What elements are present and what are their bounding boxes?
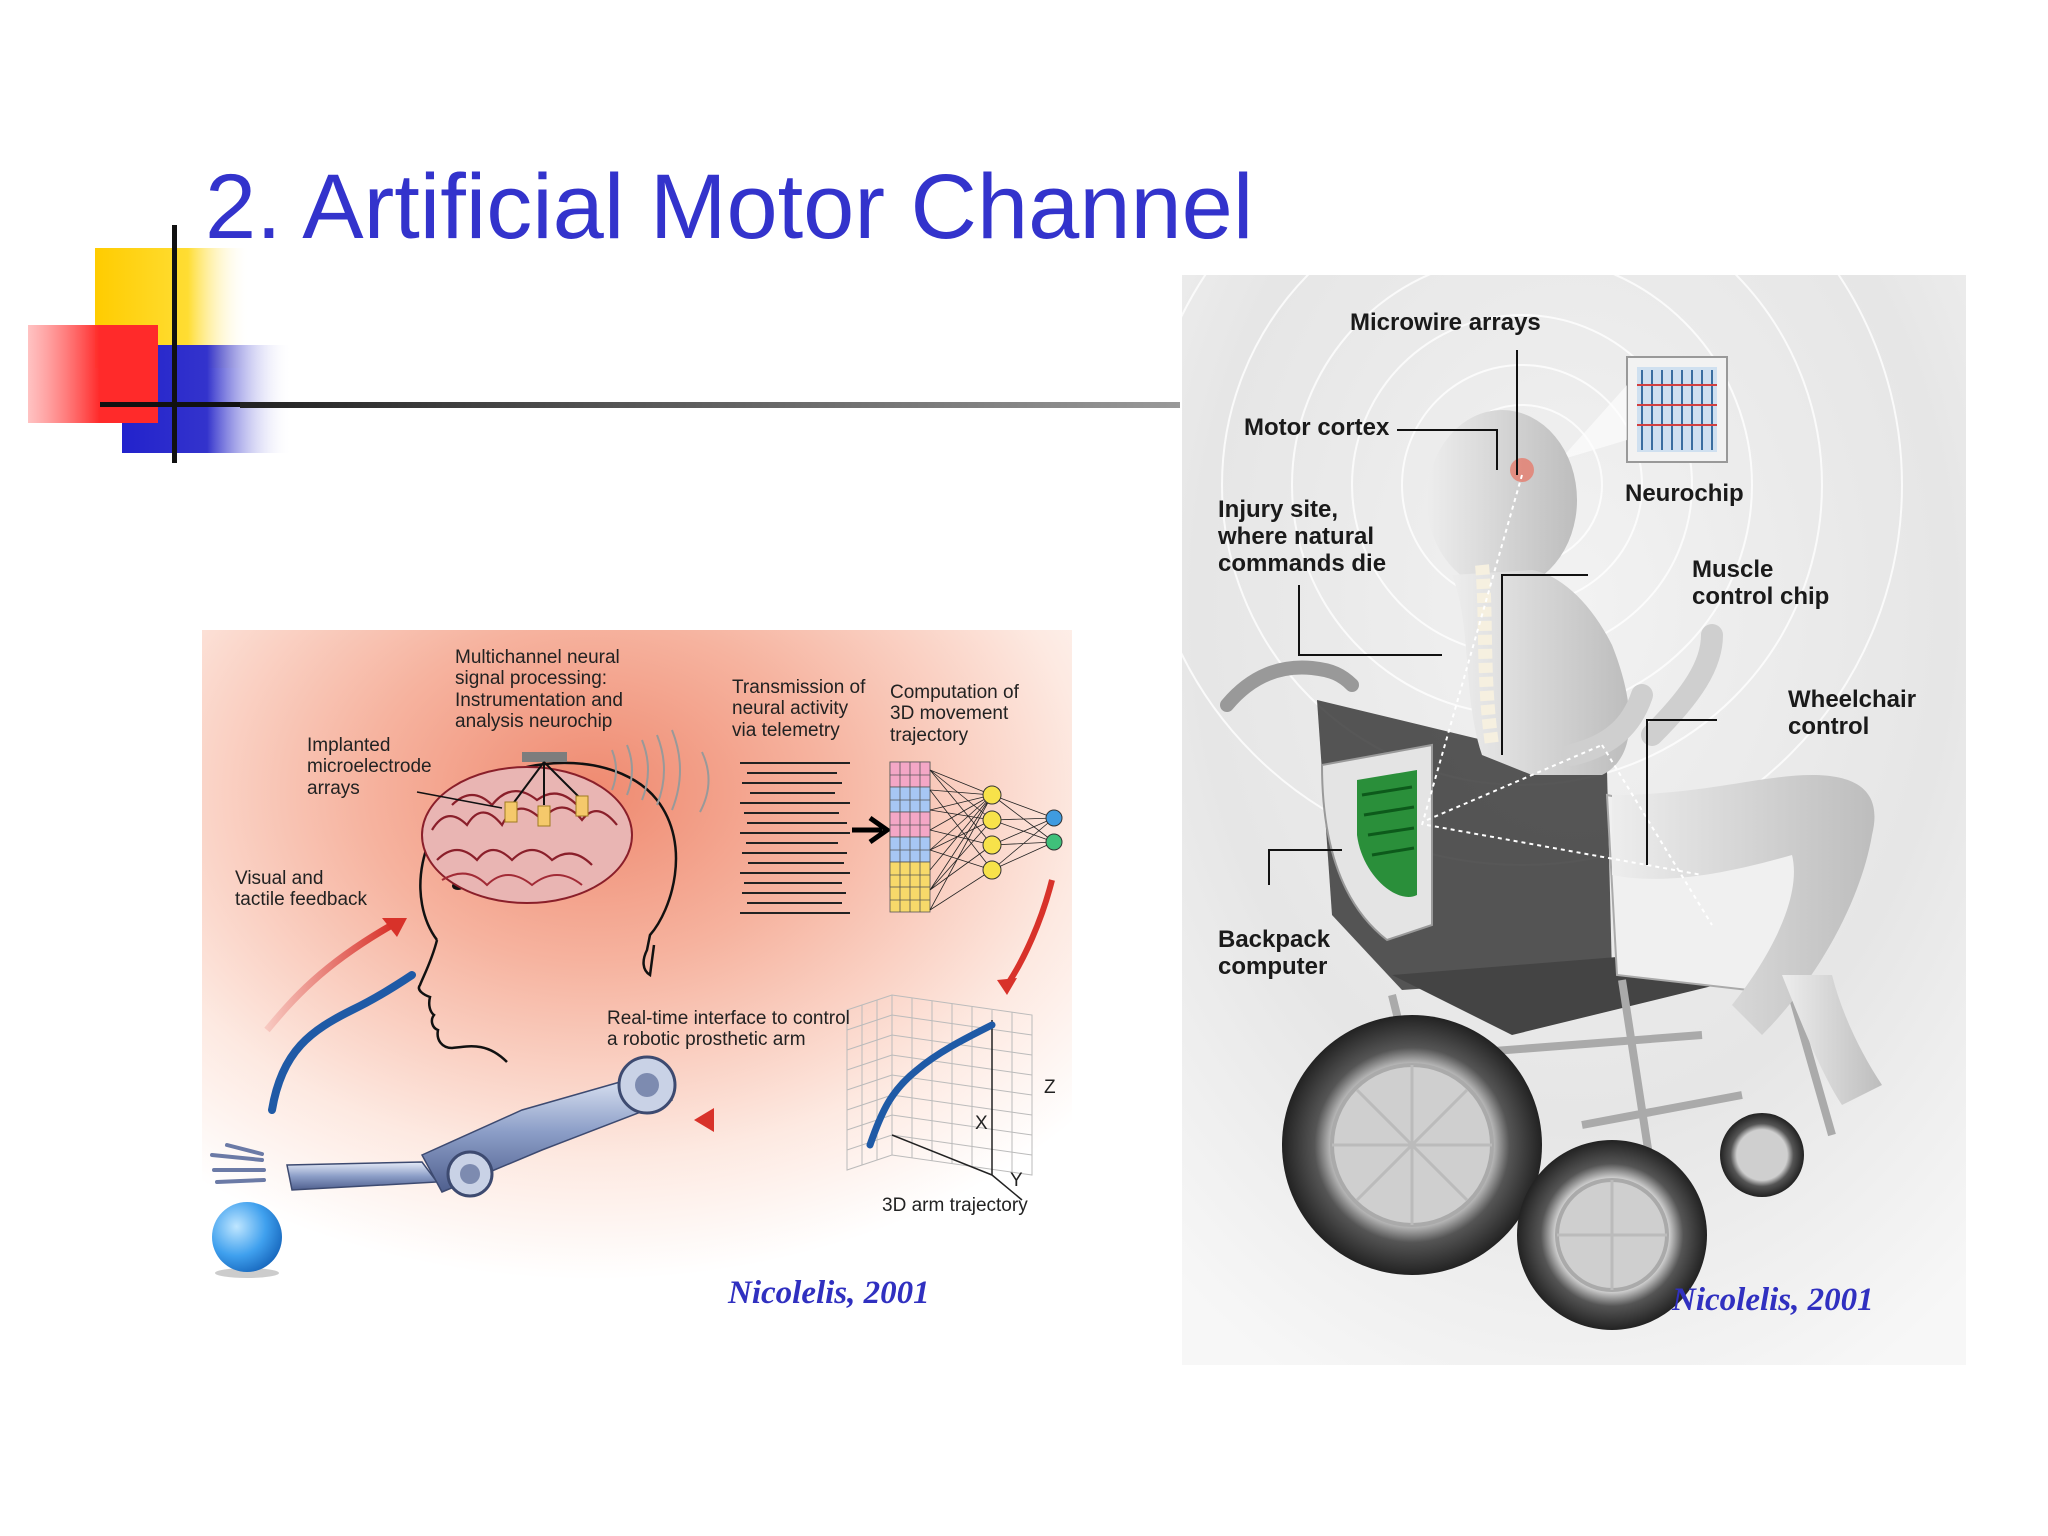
axis-z-label: Z: [1044, 1077, 1056, 1098]
slide-title: 2. Artificial Motor Channel: [205, 156, 1254, 258]
label-neurochip: Neurochip: [1625, 480, 1744, 507]
electrode-array-3: [575, 795, 589, 817]
network-nodes: [982, 785, 1063, 880]
left-citation: Nicolelis, 2001: [728, 1275, 930, 1311]
electrode-array-2: [537, 805, 551, 827]
label-microwire-arrays: Microwire arrays: [1350, 309, 1541, 336]
left-figure: Multichannel neural signal processing: I…: [202, 630, 1072, 1280]
spike-raster: [740, 762, 850, 914]
wheelchair-handle: [1220, 660, 1359, 712]
label-computation: Computation of 3D movement trajectory: [890, 682, 1019, 746]
backpack-computer: [1320, 743, 1433, 942]
left-figure-illustration: [202, 630, 1072, 1280]
ball-shadow: [215, 1268, 279, 1278]
caster-wheel: [1720, 1113, 1804, 1197]
label-realtime: Real-time interface to control a robotic…: [607, 1008, 850, 1051]
label-injury-site: Injury site, where natural commands die: [1218, 496, 1387, 577]
black-arrow: [852, 815, 892, 845]
target-ball: [212, 1202, 282, 1272]
trajectory-axes: [891, 1020, 1023, 1201]
brain-folds-2: [441, 872, 583, 887]
corner-ornament: [0, 0, 300, 470]
axis-x-label: X: [975, 1113, 988, 1134]
head-neurochip: [522, 752, 567, 762]
label-transmission: Transmission of neural activity via tele…: [732, 677, 866, 741]
spine: [1475, 564, 1499, 746]
telemetry-waves: [611, 729, 710, 813]
right-figure-illustration: [1182, 275, 1966, 1365]
person-figure: [1427, 410, 1882, 1105]
title-rule: [240, 402, 1180, 408]
electrode-array-1: [504, 801, 518, 823]
red-arrow-feedback: [264, 921, 394, 1033]
brain: [421, 766, 633, 904]
label-microelectrode: Implanted microelectrode arrays: [307, 735, 432, 799]
label-backpack-computer: Backpack computer: [1218, 926, 1331, 980]
right-figure: Microwire arrays Motor cortex Neurochip …: [1182, 275, 1966, 1365]
label-wheelchair-control: Wheelchair control: [1788, 686, 1917, 740]
trajectory-curve: [866, 1021, 996, 1149]
leader-lines: [1268, 350, 1717, 885]
robotic-arm: [210, 1055, 677, 1198]
right-citation: Nicolelis, 2001: [1672, 1282, 1874, 1318]
corner-ornament-graphic: [28, 225, 300, 463]
label-trajectory: 3D arm trajectory: [882, 1195, 1028, 1216]
face-profile: [417, 939, 508, 1063]
label-motor-cortex: Motor cortex: [1244, 414, 1390, 441]
axis-y-label: Y: [1010, 1170, 1023, 1191]
neurochip-graphic: [1560, 356, 1728, 463]
trajectory-path-arm: [268, 971, 416, 1114]
label-feedback: Visual and tactile feedback: [235, 868, 368, 911]
brain-folds: [431, 790, 618, 866]
activity-matrix: [889, 761, 931, 913]
neural-network: [929, 769, 1055, 911]
label-muscle-control-chip: Muscle control chip: [1692, 556, 1830, 610]
red-arrow-down: [1004, 879, 1055, 987]
label-neurochip: Multichannel neural signal processing: I…: [455, 647, 623, 732]
